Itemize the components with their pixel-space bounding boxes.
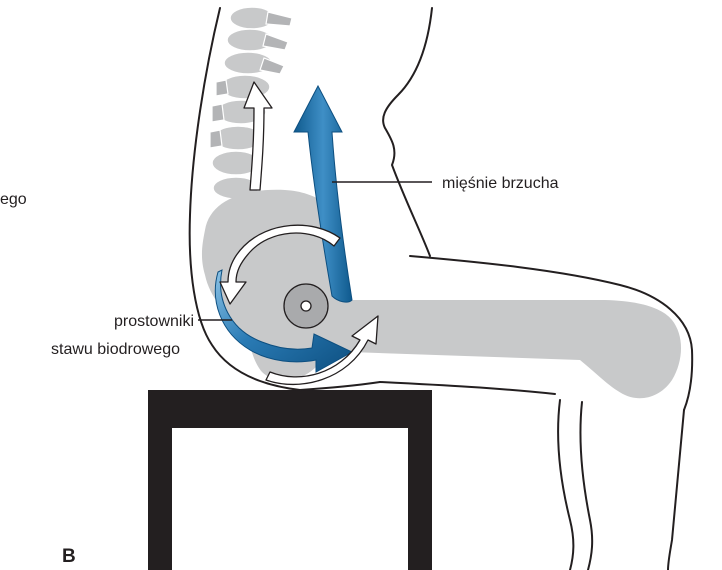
lower-leg-back — [558, 400, 573, 570]
chair-frame — [148, 390, 432, 570]
pelvis — [202, 190, 681, 398]
chair — [148, 390, 432, 570]
panel-letter: B — [62, 546, 76, 567]
hip-extensors-label-line1: prostowniki — [114, 313, 194, 330]
abdominal-muscles-label: mięśnie brzucha — [442, 175, 559, 192]
hip-extensors-label-line2: stawu biodrowego — [51, 341, 180, 358]
cropped-left-label: ego — [0, 191, 27, 208]
lower-leg-front — [668, 410, 684, 570]
buttock-outline — [300, 382, 380, 390]
front-torso-outline — [383, 8, 432, 256]
lower-leg-back-2 — [580, 402, 592, 570]
hip-joint-center — [301, 301, 311, 311]
